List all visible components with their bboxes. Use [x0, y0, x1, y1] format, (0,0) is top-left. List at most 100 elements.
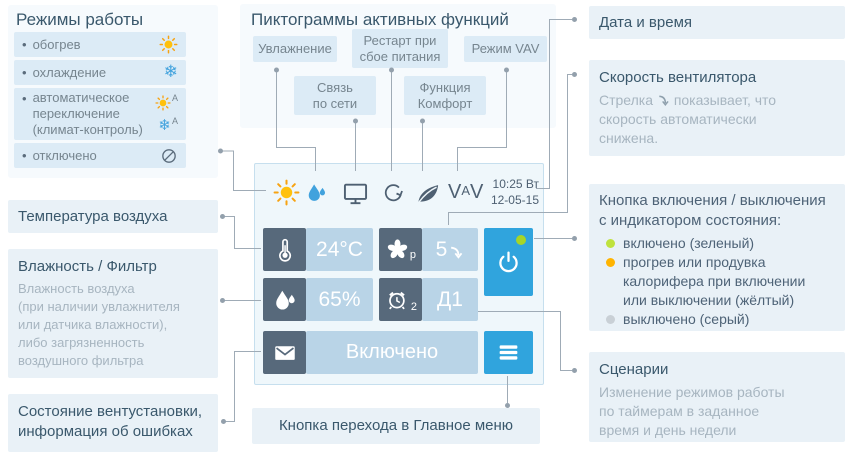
- main-menu-button[interactable]: [484, 331, 533, 374]
- temperature-callout: Температура воздуха: [8, 200, 218, 233]
- power-icon: [499, 250, 518, 272]
- datetime-callout: Дата и время: [589, 6, 845, 39]
- power-callout-title-line1: Кнопка включения / выключения: [599, 192, 826, 209]
- mode-auto-label-line3: (климат-контроль): [32, 122, 143, 137]
- humidity-desc-line: Влажность воздуха: [18, 281, 135, 296]
- temperature-value: 24°C: [306, 228, 373, 271]
- mode-off-label: отключено: [32, 148, 97, 163]
- chip-network: Связь по сети: [294, 76, 376, 115]
- power-state-on: включено (зеленый): [599, 234, 835, 253]
- power-state-warmup-line1: прогрев или продувка: [623, 254, 766, 270]
- chip-label: Комфорт: [417, 95, 473, 111]
- snowflake-auto-icon: ❄: [158, 116, 171, 134]
- humidity-value: 65%: [306, 278, 373, 321]
- status-callout-line1: Состояние вентустановки,: [18, 403, 203, 420]
- chip-vav-mode: Режим VAV: [464, 36, 547, 62]
- fan-speed-callout: Скорость вентилятора Стрелка показывает,…: [589, 60, 845, 156]
- restart-icon: [381, 181, 406, 211]
- chip-label: Режим VAV: [471, 41, 540, 56]
- mode-auto-label-line1: автоматическое: [32, 90, 130, 105]
- green-indicator-dot: [606, 239, 615, 248]
- datetime-callout-title: Дата и время: [599, 13, 693, 31]
- bullet: [22, 91, 33, 106]
- modes-legend: Режимы работы обогрев охлаждение ❄ автом…: [8, 5, 218, 178]
- fan-speed-tile-icon: p: [379, 228, 422, 271]
- fan-speed-value: 5: [422, 228, 478, 271]
- main-menu-callout-title: Кнопка перехода в Главное меню: [278, 417, 514, 434]
- off-icon: [160, 147, 178, 165]
- panel-time: 10:25 Вт: [492, 177, 539, 191]
- timer-sub-label: 2: [410, 301, 417, 313]
- humidity-callout-title: Влажность / Фильтр: [18, 258, 157, 275]
- scenarios-desc-line: по таймерам в заданное: [599, 403, 760, 419]
- bullet: [22, 37, 33, 52]
- temperature-callout-title: Температура воздуха: [18, 207, 168, 225]
- power-callout-title-line2: с индикатором состояния:: [599, 212, 782, 229]
- fan-speed-desc-line3: снижена.: [599, 130, 659, 146]
- humidity-desc-line: (при наличии увлажнителя: [18, 299, 180, 314]
- power-state-warmup: прогрев или продувка калорифера при вклю…: [599, 253, 835, 310]
- humidity-tile-icon: [263, 278, 306, 321]
- reduced-speed-arrow-icon: [451, 246, 463, 259]
- bullet: [22, 65, 33, 80]
- heating-mode-icon: [273, 179, 300, 211]
- snowflake-cooling-icon: ❄: [163, 62, 178, 82]
- comfort-icon: [414, 180, 442, 212]
- sun-auto-icon: [155, 95, 171, 111]
- fan-speed-desc-prefix: Стрелка: [599, 92, 654, 108]
- power-button[interactable]: [484, 228, 533, 296]
- bullet: [22, 148, 33, 163]
- drops-icon: [275, 290, 295, 310]
- power-state-off: выключено (серый): [599, 310, 835, 329]
- mode-row-heating: обогрев: [14, 32, 186, 57]
- chip-label: Рестарт при: [363, 32, 437, 48]
- gray-indicator-dot: [606, 315, 615, 324]
- scenarios-desc-line: время и день недели: [599, 422, 737, 438]
- mode-heating-label: обогрев: [32, 37, 81, 52]
- chip-comfort: Функция Комфорт: [404, 76, 486, 115]
- timer-tile-icon: 2: [379, 278, 422, 321]
- fan-sub-label: p: [409, 249, 416, 261]
- mode-row-auto: автоматическое переключение (климат-конт…: [14, 88, 186, 140]
- chip-restart: Рестарт при сбое питания: [352, 29, 448, 68]
- power-status-indicator: [516, 235, 526, 245]
- unit-status-callout: Состояние вентустановки, информация об о…: [8, 394, 218, 452]
- mode-row-cooling: охлаждение ❄: [14, 60, 186, 85]
- power-state-off-label: выключено (серый): [623, 311, 750, 327]
- fan-icon: [387, 239, 407, 259]
- humidification-icon: [305, 181, 328, 209]
- fan-speed-callout-title: Скорость вентилятора: [599, 69, 757, 86]
- envelope-icon: [274, 345, 295, 360]
- status-message-value: Включено: [306, 331, 478, 374]
- power-button-callout: Кнопка включения / выключения с индикато…: [589, 184, 845, 331]
- sun-heating-icon: [159, 35, 178, 54]
- status-callout-line2: информация об ошибках: [18, 423, 193, 440]
- humidity-desc-line: либо загрязненность: [18, 335, 145, 350]
- control-panel-screen: V A V 10:25 Вт 12-05-15 24°C p 5: [254, 163, 544, 385]
- chip-label: Увлажнение: [258, 41, 332, 56]
- auto-marker: A: [171, 116, 178, 126]
- auto-marker: A: [171, 93, 178, 103]
- clock: 10:25 Вт 12-05-15: [473, 176, 539, 208]
- humidity-filter-callout: Влажность / Фильтр Влажность воздуха (пр…: [8, 249, 218, 378]
- auto-climate-icon: A ❄ A: [155, 93, 178, 134]
- reduced-speed-arrow-icon: [659, 95, 669, 106]
- temperature-tile-icon: [263, 228, 306, 271]
- main-menu-callout: Кнопка перехода в Главное меню: [252, 408, 540, 444]
- mode-auto-label-line2: переключение: [32, 106, 120, 121]
- mode-row-off: отключено: [14, 143, 186, 168]
- scenario-value: Д1: [422, 278, 478, 321]
- status-message-icon: [263, 331, 306, 374]
- pictograms-title: Пиктограммы активных функций: [251, 10, 509, 29]
- yellow-indicator-dot: [606, 258, 615, 267]
- alarm-clock-icon: [388, 291, 405, 309]
- scenarios-callout-title: Сценарии: [599, 361, 669, 378]
- chip-label: Функция: [419, 79, 471, 95]
- mode-cooling-label: охлаждение: [32, 65, 107, 80]
- chip-label: по сети: [312, 95, 358, 111]
- scenarios-callout: Сценарии Изменение режимов работы по тай…: [589, 352, 845, 442]
- humidity-desc-line: или датчика влажности),: [18, 317, 168, 332]
- panel-date: 12-05-15: [490, 193, 539, 207]
- power-state-on-label: включено (зеленый): [623, 235, 755, 251]
